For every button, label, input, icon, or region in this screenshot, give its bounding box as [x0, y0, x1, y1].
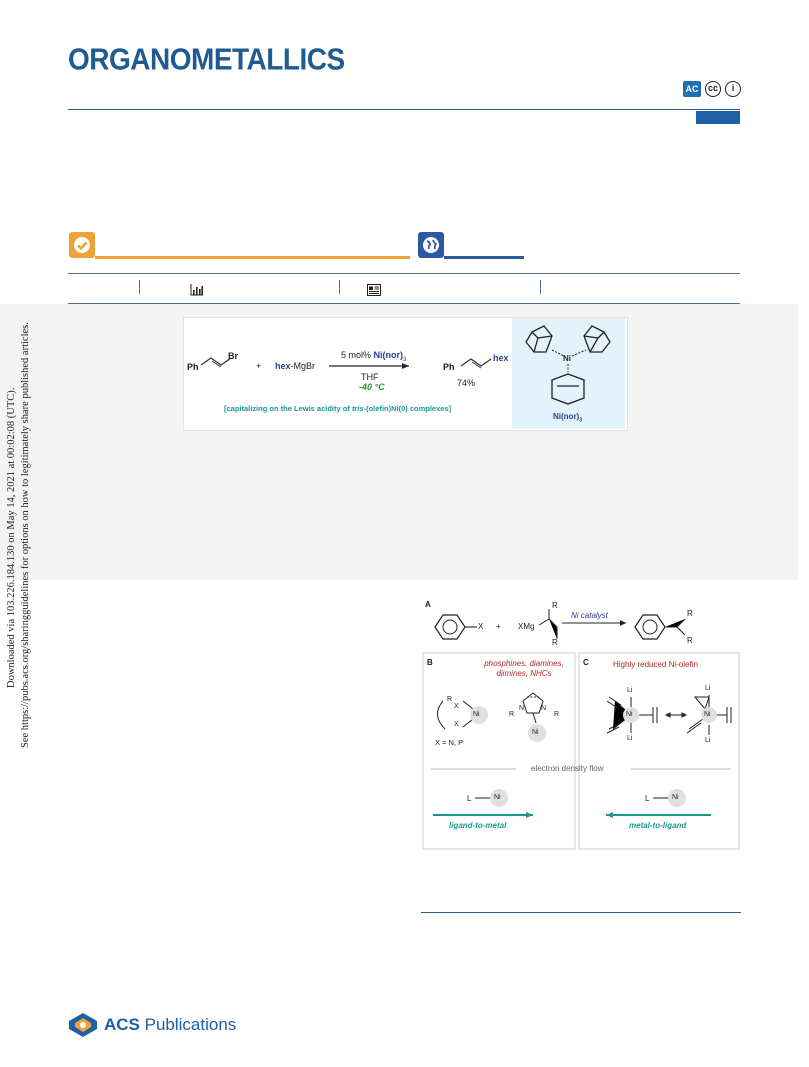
- catalyst-loading: 5 mol% Ni(nor)3: [341, 350, 407, 363]
- globe-icon[interactable]: [418, 232, 444, 258]
- panel-c-li: Li: [627, 735, 633, 742]
- metrics-separator: [540, 280, 541, 294]
- panel-a-x: X: [478, 622, 484, 631]
- license-icons: AC cc i: [683, 81, 741, 97]
- complex-ni: Ni: [563, 354, 571, 363]
- panel-a-catalyst: Ni catalyst: [571, 611, 608, 620]
- article-recommendations-icon[interactable]: [367, 283, 381, 301]
- metrics-rule-top: [68, 273, 740, 274]
- panel-a-pr1: R: [687, 609, 693, 618]
- journal-title: ORGANOMETALLICS: [68, 42, 345, 77]
- panel-b-label: B: [427, 658, 433, 667]
- panel-a-label: A: [425, 600, 431, 609]
- metrics-separator: [139, 280, 140, 294]
- panel-b-x: X: [454, 703, 459, 710]
- panel-b-xdef: X = N, P: [435, 738, 464, 747]
- ac-icon[interactable]: AC: [683, 81, 701, 97]
- toc-caption: [capitalizing on the Lewis acidity of tr…: [224, 404, 452, 413]
- reactant1-ph: Ph: [187, 362, 199, 372]
- panel-b-n: N: [519, 705, 525, 712]
- complex-label: Ni(nor)3: [553, 412, 582, 424]
- open-access-bar: [444, 256, 524, 259]
- grignard-reagent: hex-MgBr: [275, 361, 316, 371]
- panel-c-title: Highly reduced Ni-olefin: [613, 660, 698, 669]
- panel-c-ni: Ni: [626, 711, 633, 718]
- panel-b-title: phosphines, diamines,diimines, NHCs: [484, 659, 564, 678]
- l-label: L: [467, 794, 472, 803]
- reactant1-br: Br: [228, 351, 239, 361]
- panel-a-xmg: XMg: [518, 622, 535, 631]
- product-ph: Ph: [443, 362, 455, 372]
- header-rule: [68, 109, 740, 110]
- panel-b-ni: Ni: [532, 729, 539, 736]
- download-notice: Downloaded via 103.226.184.130 on May 14…: [2, 318, 42, 748]
- metrics-chart-icon[interactable]: [190, 283, 204, 301]
- download-notice-line1: Downloaded via 103.226.184.130 on May 14…: [6, 388, 17, 688]
- metal-to-ligand: metal-to-ligand: [629, 821, 687, 830]
- panel-b-r: R: [554, 711, 560, 718]
- panel-a-r1: R: [552, 601, 558, 610]
- panel-c-ni: Ni: [704, 711, 711, 718]
- panel-b-n: N: [541, 705, 547, 712]
- panel-a-plus: +: [496, 622, 501, 631]
- solvent-label: THF: [361, 372, 379, 382]
- panel-a-r2: R: [552, 638, 558, 647]
- figure-1: A X + XMg R R Ni catalyst R R B phosphin…: [421, 597, 741, 853]
- acs-hexagon-icon: [69, 1013, 97, 1037]
- cc-icon[interactable]: cc: [705, 81, 721, 97]
- panel-b-ni: Ni: [473, 711, 480, 718]
- acs-publications-text: ACS Publications: [104, 1015, 237, 1034]
- ni-nor3-complex: Ni Ni(nor)3: [512, 318, 625, 429]
- article-type-tag: [696, 111, 740, 124]
- panel-b-r: R: [509, 711, 515, 718]
- by-icon[interactable]: i: [725, 81, 741, 97]
- figure-rule: [421, 912, 741, 913]
- ni-label: Ni: [672, 794, 679, 801]
- flow-label: electron density flow: [531, 764, 604, 773]
- panel-c-li: Li: [705, 737, 711, 744]
- panel-b-r: R: [447, 696, 453, 703]
- checkmark-icon[interactable]: [69, 232, 95, 258]
- download-notice-line2: See https://pubs.acs.org/sharingguidelin…: [20, 322, 31, 748]
- ni-label: Ni: [494, 794, 501, 801]
- acs-publications-logo[interactable]: ACS Publications: [68, 1012, 236, 1038]
- l-label: L: [645, 794, 650, 803]
- plus-sign: +: [256, 361, 262, 371]
- panel-c-label: C: [583, 658, 589, 667]
- ligand-to-metal: ligand-to-metal: [449, 821, 507, 830]
- temperature-label: -40 °C: [359, 382, 385, 392]
- panel-c-li: Li: [705, 685, 711, 692]
- yield-label: 74%: [457, 378, 476, 388]
- panel-a-pr2: R: [687, 636, 693, 645]
- panel-b-x: X: [454, 721, 459, 728]
- panel-c-li: Li: [627, 687, 633, 694]
- metrics-rule-bottom: [68, 303, 740, 304]
- metrics-separator: [339, 280, 340, 294]
- product-hex: hex: [493, 353, 509, 363]
- cite-bar: [95, 256, 410, 259]
